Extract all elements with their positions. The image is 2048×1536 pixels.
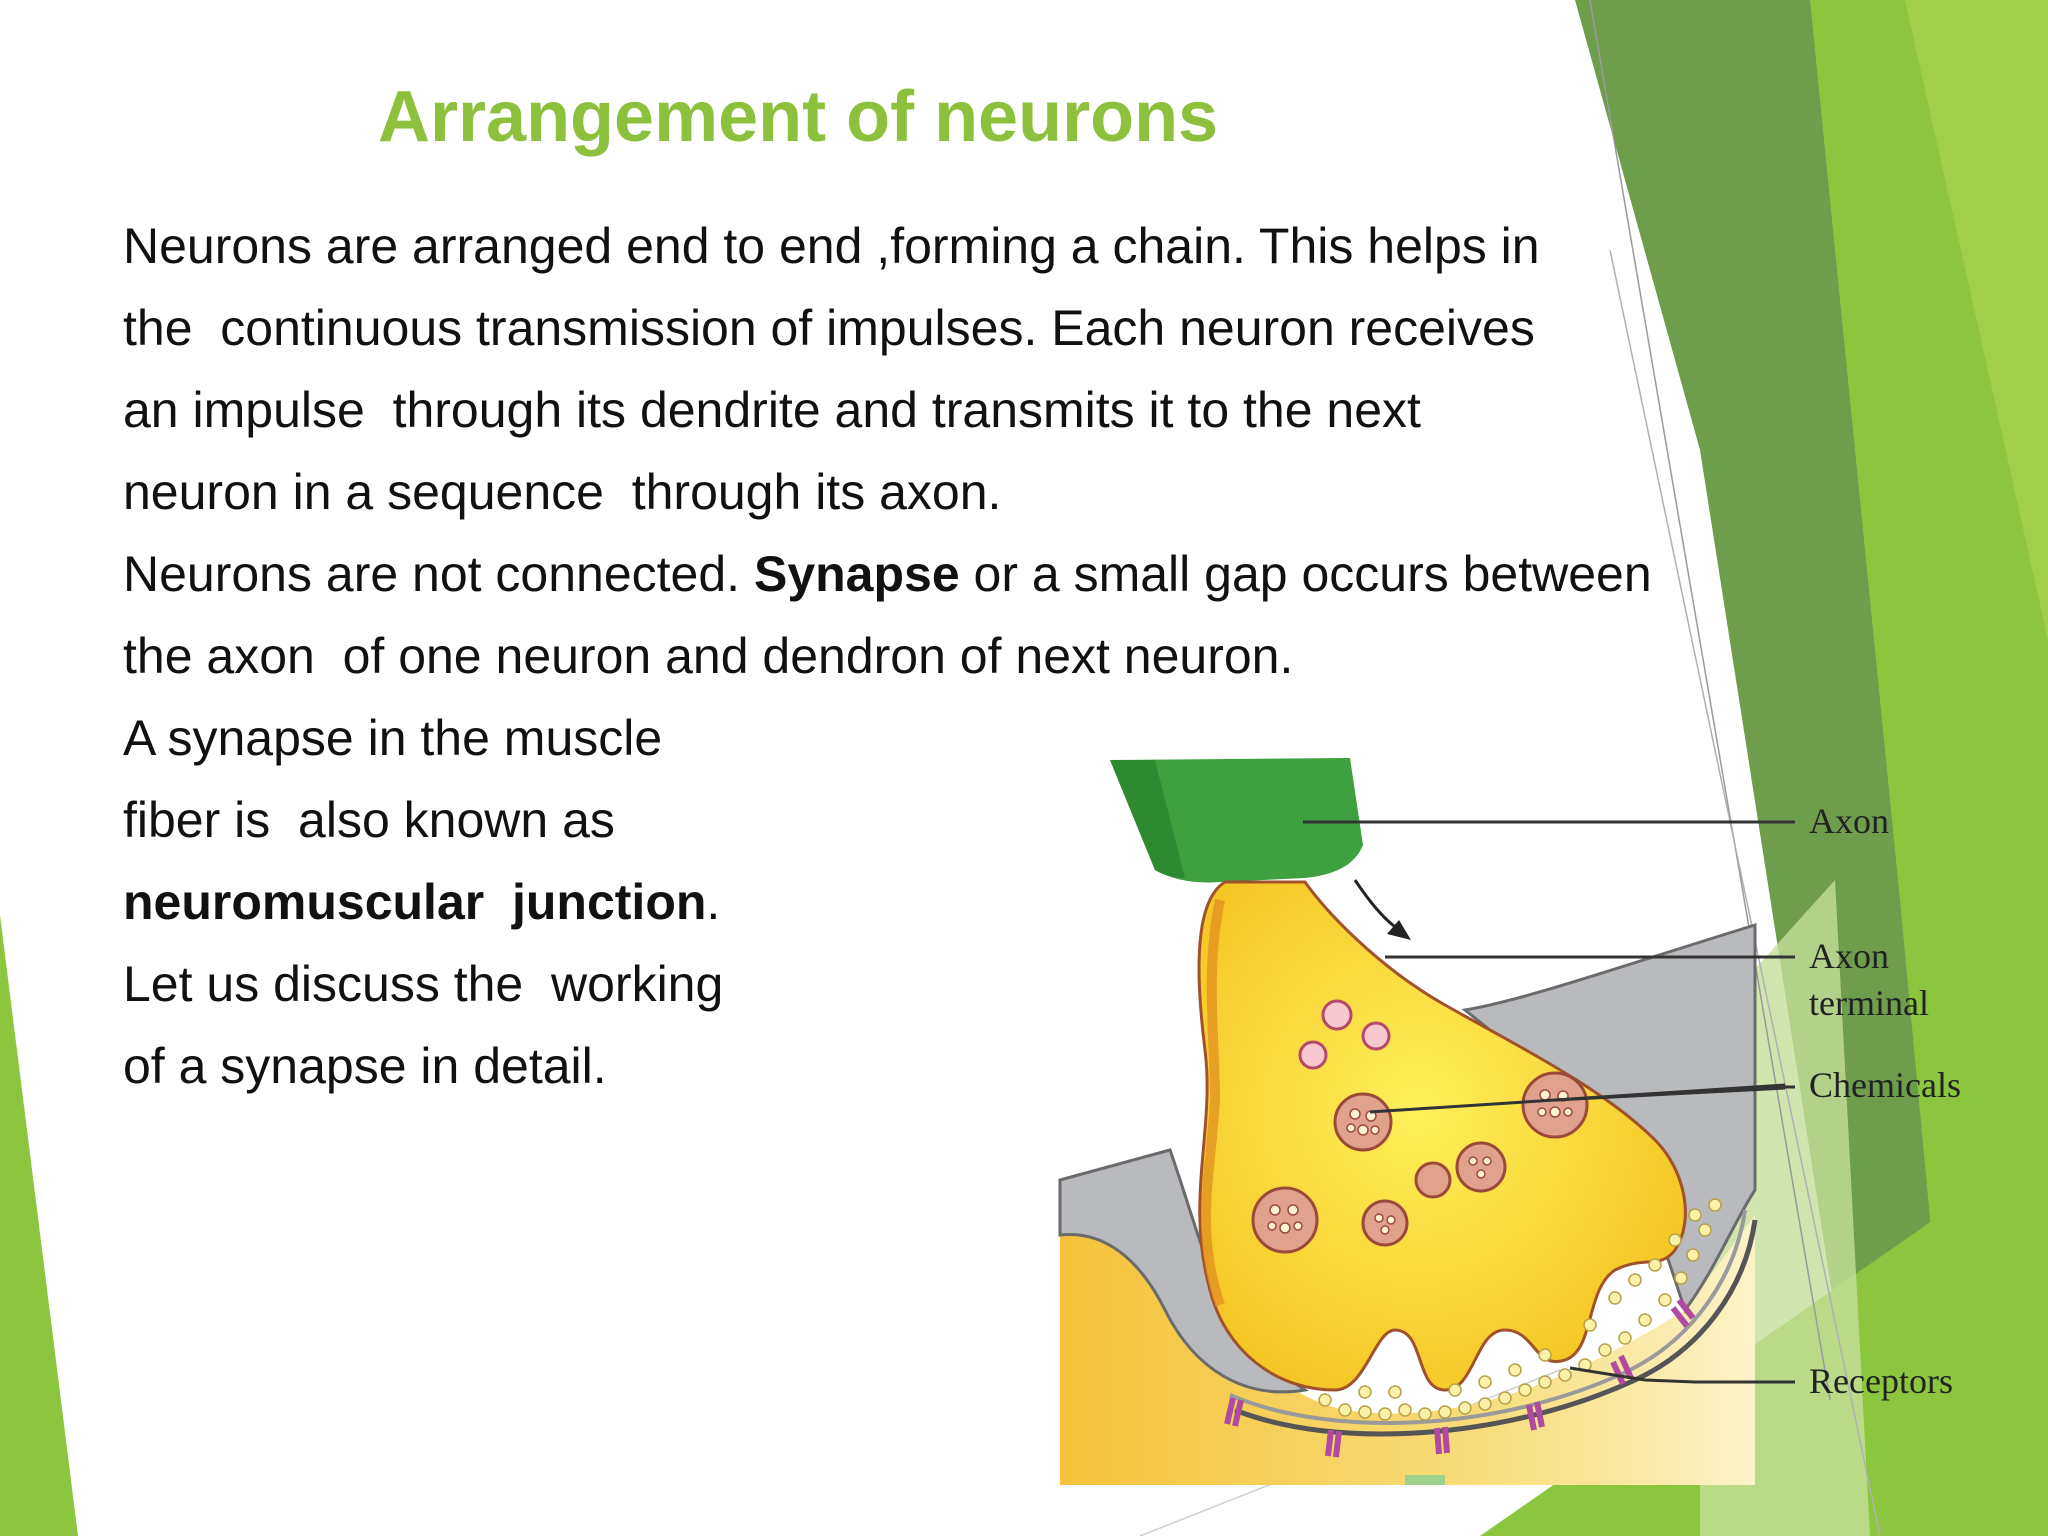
text-line: Let us discuss the working — [123, 956, 724, 1012]
light-green-band — [1810, 0, 2048, 1536]
text-line: fiber is also known as — [123, 792, 615, 848]
chemical-vesicle — [1251, 1186, 1319, 1254]
synapse-diagram: Axon Axon terminal Chemicals Receptors — [1058, 758, 1961, 1485]
label-axon-terminal-line1: Axon — [1809, 936, 1889, 976]
label-axon-terminal-line2: terminal — [1809, 983, 1929, 1023]
text-line: neuron in a sequence through its axon. — [123, 464, 1002, 520]
label-receptors: Receptors — [1809, 1361, 1953, 1401]
postsynaptic-membrane — [1229, 1209, 1747, 1425]
label-chemicals: Chemicals — [1809, 1065, 1961, 1105]
body-text: Neurons are arranged end to end ,forming… — [123, 205, 1652, 1107]
slide-title: Arrangement of neurons — [378, 77, 1219, 157]
release-arrowhead-icon — [1387, 920, 1411, 940]
chemical-vesicle — [1521, 1071, 1589, 1139]
text-line: of a synapse in detail. — [123, 1038, 607, 1094]
vesicle — [1361, 1021, 1391, 1051]
text-line: the continuous transmission of impulses.… — [123, 300, 1535, 356]
chemical-vesicle — [1414, 1161, 1452, 1199]
text-line: the axon of one neuron and dendron of ne… — [123, 628, 1294, 684]
text-line: an impulse through its dendrite and tran… — [123, 382, 1421, 438]
accent-line — [1589, 0, 1831, 1401]
text-line: A synapse in the muscle — [123, 710, 663, 766]
text-line: Neurons are arranged end to end ,forming… — [123, 218, 1540, 274]
nmj-term: neuromuscular junction — [123, 874, 707, 930]
chemical-vesicle — [1455, 1141, 1507, 1193]
left-green-wedge — [0, 915, 78, 1536]
vesicle — [1321, 999, 1353, 1031]
receptors — [1224, 1298, 1696, 1458]
lime-band — [1905, 0, 2048, 640]
chemical-vesicle — [1333, 1092, 1393, 1152]
leader-lines — [1303, 820, 1795, 1384]
text-line: neuromuscular junction. — [123, 861, 1652, 943]
axon-shading — [1110, 760, 1185, 878]
terminal-inner-membrane — [1201, 898, 1225, 1307]
text-fragment: Neurons are not connected. — [123, 546, 754, 602]
label-axon: Axon — [1809, 801, 1889, 841]
text-fragment: or a small gap occurs between — [959, 546, 1652, 602]
muscle-base-highlight — [1405, 1475, 1445, 1485]
synapse-term: Synapse — [753, 546, 960, 602]
text-fragment: . — [706, 874, 721, 930]
released-chemicals — [1318, 1198, 1722, 1421]
accent-line — [1609, 249, 1881, 1536]
text-line: Neurons are not connected. Synapse or a … — [123, 533, 1652, 615]
chemical-vesicle — [1361, 1199, 1409, 1247]
vesicle — [1298, 1040, 1328, 1070]
